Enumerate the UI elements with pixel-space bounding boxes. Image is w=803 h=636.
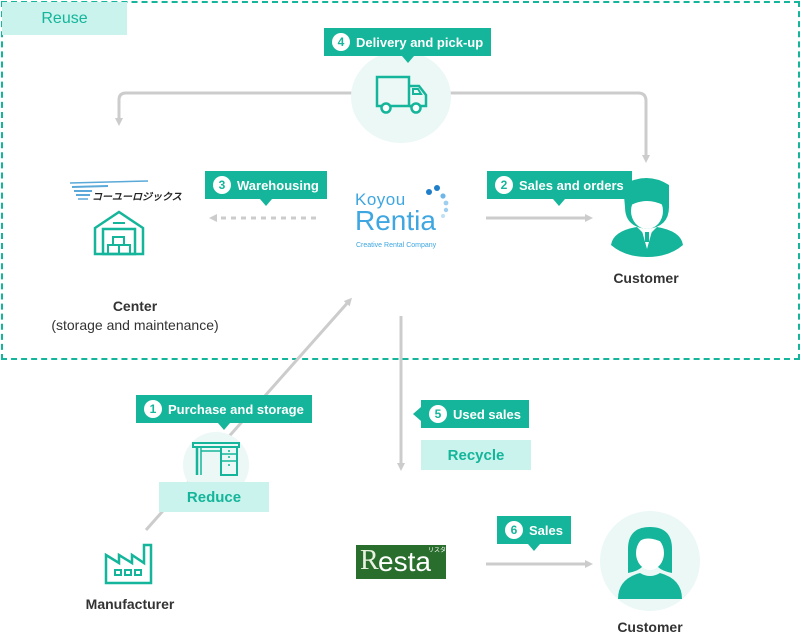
step-text: Delivery and pick-up — [356, 34, 484, 50]
center-caption-line1: Center — [112, 298, 158, 314]
step-6-label: 6 Sales — [497, 516, 571, 551]
step-text: Used sales — [453, 406, 521, 422]
step-number: 3 — [213, 176, 231, 194]
manufacturer-caption: Manufacturer — [85, 596, 175, 612]
step-number: 4 — [332, 33, 350, 51]
truck-icon — [375, 75, 428, 114]
step-text: Sales and orders — [519, 177, 624, 193]
step-1-label: 1 Purchase and storage — [136, 395, 312, 430]
koyou-rentia-logo: Koyou Rentia Creative Rental Company — [355, 182, 455, 254]
step-text: Purchase and storage — [168, 401, 304, 417]
center-caption-line2: (storage and maintenance) — [51, 317, 219, 333]
step-number: 2 — [495, 176, 513, 194]
step-4-label: 4 Delivery and pick-up — [324, 28, 492, 63]
arrow-delivery-to-center — [115, 91, 355, 126]
customer-bottom-caption: Customer — [617, 619, 683, 635]
desk-icon — [192, 442, 240, 476]
step-5-label: 5 Used sales — [413, 400, 529, 428]
step-number: 1 — [144, 400, 162, 418]
koyu-logistics-logo: コーユーロジックス — [68, 180, 182, 204]
factory-icon — [104, 543, 153, 585]
step-text: Sales — [529, 522, 563, 538]
customer-male-icon — [611, 178, 683, 257]
warehouse-icon — [93, 210, 145, 256]
arrow-delivery-to-customer — [448, 91, 650, 163]
step-number: 6 — [505, 521, 523, 539]
step-2-label: 2 Sales and orders — [487, 171, 632, 206]
step-number: 5 — [429, 405, 447, 423]
customer-female-icon — [618, 527, 682, 599]
resta-logo: R esta リスタ — [356, 545, 446, 579]
step-text: Warehousing — [237, 177, 319, 193]
reuse-tag: Reuse — [2, 2, 127, 35]
truck-circle — [351, 51, 451, 143]
reduce-tag: Reduce — [159, 482, 269, 512]
customer-top-caption: Customer — [613, 270, 679, 286]
recycle-tag: Recycle — [421, 440, 531, 470]
step-3-label: 3 Warehousing — [205, 171, 327, 206]
